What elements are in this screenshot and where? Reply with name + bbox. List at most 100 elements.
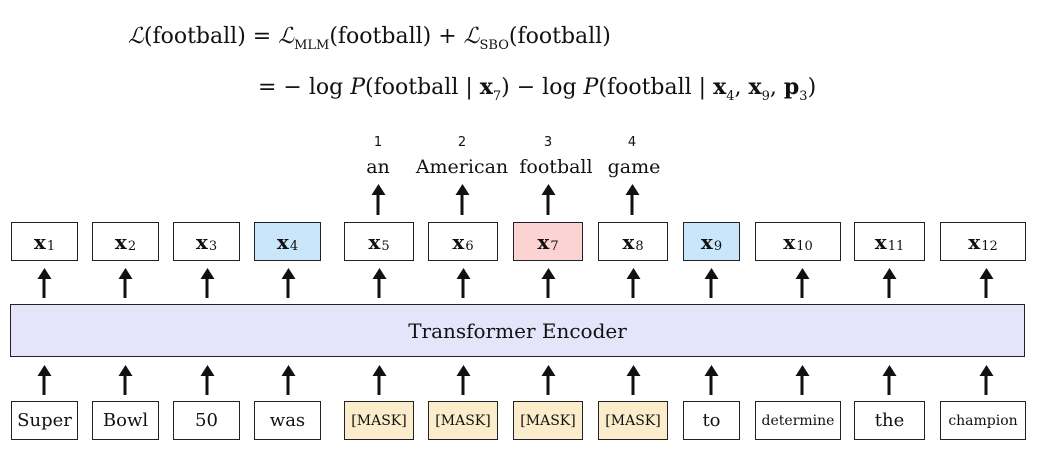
up-arrow-icon: [460, 193, 464, 215]
loss-equation-line-2: = − log P(football | x7) − log P(footbal…: [258, 74, 817, 104]
up-arrow-icon: [377, 277, 381, 298]
up-arrow-icon: [631, 277, 635, 298]
vector-subscript: 4: [289, 239, 299, 254]
vector-label: x: [968, 229, 981, 254]
mask-token-box: [MASK]: [344, 401, 414, 440]
vector-subscript: 11: [887, 239, 905, 254]
loss-symbol: ℒ: [128, 24, 144, 49]
eq2-part2: (football |: [365, 75, 480, 100]
eq2-part4: (football |: [598, 75, 714, 100]
up-arrow-icon: [887, 277, 891, 298]
vector-label: x: [537, 229, 550, 254]
eq2-part5: ): [807, 75, 817, 100]
vector-label: x: [783, 229, 796, 254]
input-token-box: the: [854, 401, 925, 440]
up-arrow-icon: [984, 374, 988, 395]
up-arrow-icon: [42, 374, 46, 395]
input-token-box: to: [683, 401, 740, 440]
vector-label: x: [368, 229, 381, 254]
vector-subscript: 3: [208, 239, 218, 254]
vector-label: x: [33, 229, 46, 254]
vector-label: x: [622, 229, 635, 254]
vector-label: x: [195, 229, 208, 254]
mask-token-box: [MASK]: [598, 401, 668, 440]
input-token-box: champion: [940, 401, 1026, 440]
vector-label: x: [874, 229, 887, 254]
vector-label: x: [700, 229, 713, 254]
sbo-term: (football): [508, 24, 611, 49]
mask-token-box: [MASK]: [428, 401, 498, 440]
up-arrow-icon: [800, 374, 804, 395]
sbo-subscript: SBO: [479, 38, 509, 53]
transformer-encoder-block: Transformer Encoder: [10, 304, 1025, 357]
up-arrow-icon: [205, 277, 209, 298]
prediction-number: 3: [543, 135, 553, 150]
input-token-box: determine: [755, 401, 841, 440]
up-arrow-icon: [123, 277, 127, 298]
up-arrow-icon: [205, 374, 209, 395]
up-arrow-icon: [377, 374, 381, 395]
vector-subscript: 9: [713, 239, 723, 254]
up-arrow-icon: [984, 277, 988, 298]
prob-symbol-1: P: [350, 75, 366, 100]
input-token-box: Bowl: [92, 401, 159, 440]
up-arrow-icon: [546, 277, 550, 298]
vector-label: x: [276, 229, 289, 254]
p3-term: p3: [783, 74, 808, 104]
up-arrow-icon: [461, 277, 465, 298]
prediction-word: game: [607, 156, 661, 178]
vector-subscript: 10: [796, 239, 813, 254]
vector-subscript: 7: [550, 239, 559, 254]
input-token-box: Super: [11, 401, 78, 440]
up-arrow-icon: [709, 277, 713, 298]
vector-label: x: [114, 229, 127, 254]
up-arrow-icon: [123, 374, 127, 395]
vector-subscript: 2: [127, 239, 137, 254]
x9-term: x9: [748, 74, 770, 104]
encoder-label: Transformer Encoder: [408, 318, 627, 343]
up-arrow-icon: [42, 277, 46, 298]
prediction-word: football: [519, 156, 593, 178]
up-arrow-icon: [630, 193, 634, 215]
prediction-number: 2: [457, 135, 467, 150]
eq2-part1: = − log: [258, 75, 344, 100]
prediction-word: an: [366, 156, 390, 178]
mlm-term: (football) +: [329, 24, 457, 49]
vector-subscript: 1: [46, 239, 56, 254]
up-arrow-icon: [286, 374, 290, 395]
up-arrow-icon: [286, 277, 290, 298]
prediction-word: American: [415, 156, 509, 178]
vector-subscript: 5: [381, 239, 390, 254]
input-token-box: 50: [173, 401, 240, 440]
up-arrow-icon: [709, 374, 713, 395]
up-arrow-icon: [546, 193, 550, 215]
prediction-number: 1: [373, 135, 383, 150]
up-arrow-icon: [376, 193, 380, 215]
mlm-loss-symbol: ℒ: [278, 24, 295, 49]
vector-subscript: 8: [635, 239, 644, 254]
vector-subscript: 6: [465, 239, 474, 254]
vector-label: x: [452, 229, 465, 254]
up-arrow-icon: [631, 374, 635, 395]
input-token-box: was: [254, 401, 321, 440]
up-arrow-icon: [461, 374, 465, 395]
prediction-number: 4: [627, 135, 637, 150]
up-arrow-icon: [800, 277, 804, 298]
x4-term: x4: [713, 74, 735, 104]
eq2-part3: ) − log: [501, 75, 577, 100]
vector-subscript: 12: [981, 239, 998, 254]
loss-equation-line-1: ℒ(football) = ℒMLM(football) + ℒSBO(foot…: [128, 24, 611, 53]
mlm-subscript: MLM: [294, 38, 330, 53]
sbo-loss-symbol: ℒ: [463, 24, 480, 49]
loss-lhs: (football) =: [143, 24, 272, 49]
